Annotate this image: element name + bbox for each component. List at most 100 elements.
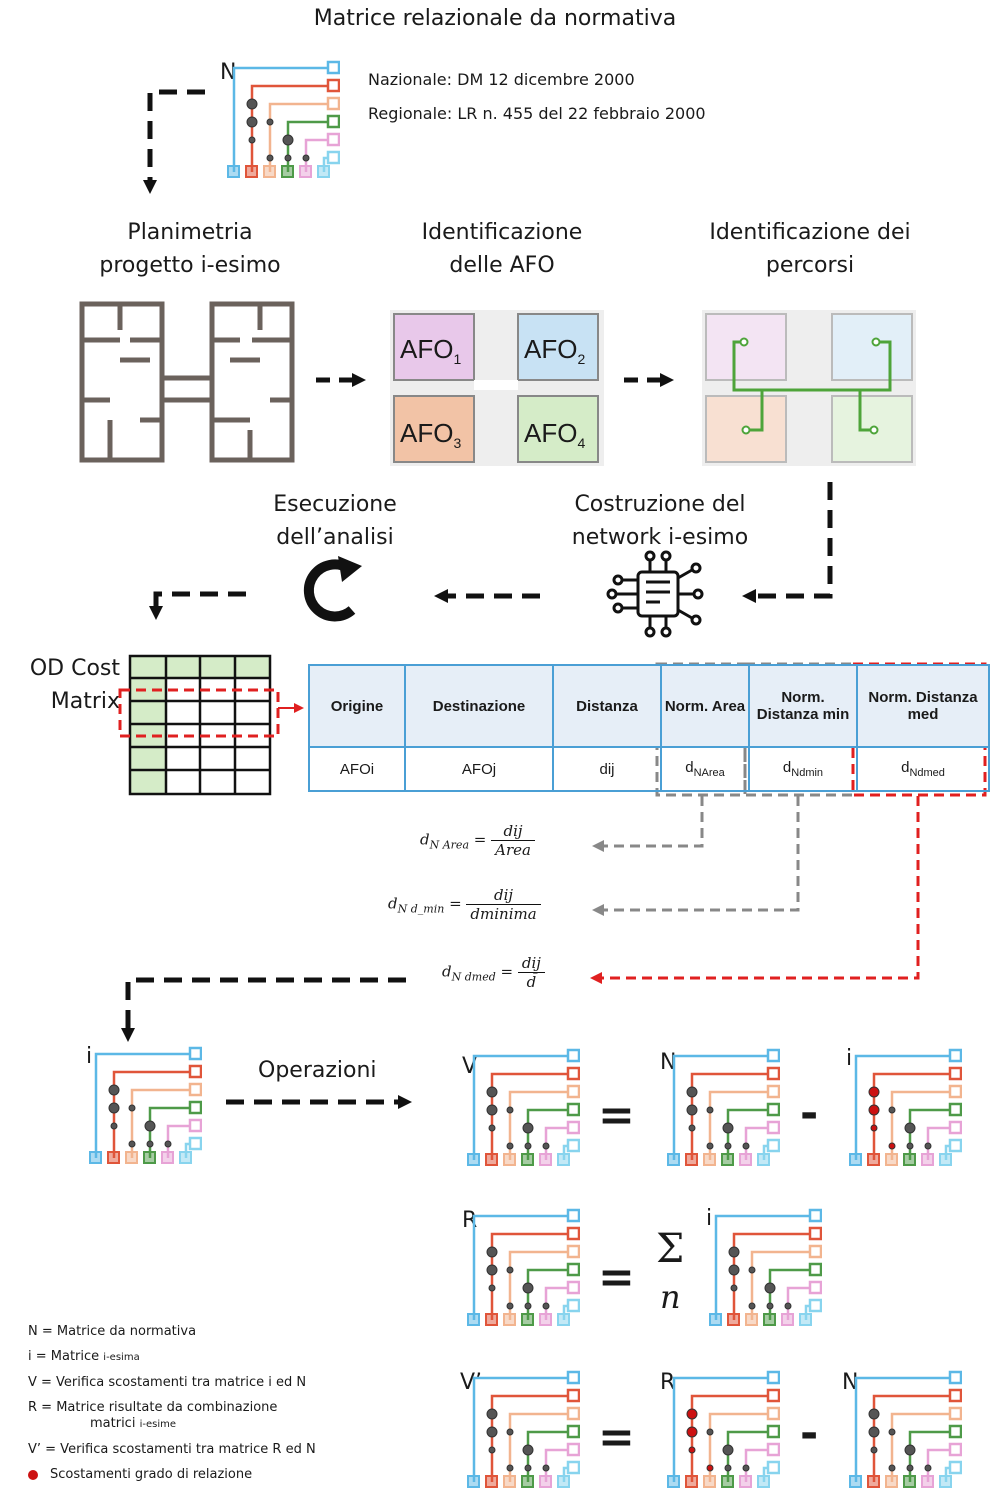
matrix-line <box>472 1214 574 1320</box>
matrix-node <box>724 1464 732 1472</box>
matrix-row-square <box>326 60 340 75</box>
matrix-row-square <box>948 1388 962 1403</box>
matrix-node <box>488 1124 496 1132</box>
matrix-line <box>672 1054 774 1160</box>
header-origine: Origine <box>308 664 406 748</box>
percorsi-diagram <box>702 310 916 466</box>
matrix-node <box>888 1142 896 1150</box>
regional-norm: Regionale: LR n. 455 del 22 febbraio 200… <box>368 104 706 123</box>
matrix-node <box>688 1124 696 1132</box>
matrix-row-square <box>188 1136 202 1151</box>
minus-sign-3: - <box>800 1408 819 1459</box>
matrix-col-square <box>703 1153 716 1166</box>
matrix-col-square <box>667 1475 680 1488</box>
matrix-node <box>706 1106 714 1114</box>
matrix-node <box>906 1464 914 1472</box>
matrix-row-square <box>566 1262 580 1277</box>
legend-vprime: V’ = Verifica scostamenti tra matrice R … <box>28 1442 316 1457</box>
matrix-node <box>164 1140 172 1148</box>
matrix-col-square <box>503 1153 516 1166</box>
matrix-line <box>94 1052 196 1158</box>
arrow-n-to-planimetria <box>147 89 205 180</box>
matrix-node <box>748 1266 756 1274</box>
matrix-line <box>708 1090 774 1160</box>
matrix-node <box>522 1444 534 1456</box>
matrix-col-square <box>317 165 330 178</box>
matrix-col-square <box>245 165 258 178</box>
matrix-col-square <box>939 1475 952 1488</box>
matrix-node <box>742 1142 750 1150</box>
matrix-col-square <box>299 165 312 178</box>
matrix-node <box>766 1302 774 1310</box>
matrix-line <box>714 1214 816 1320</box>
matrix-node <box>904 1122 916 1134</box>
minus-sign-1: - <box>800 1088 819 1139</box>
matrix-node <box>724 1142 732 1150</box>
equals-sign-3: = <box>598 1412 635 1463</box>
equals-sign-2: = <box>598 1252 635 1303</box>
matrix-row-square <box>566 1226 580 1241</box>
matrix-node <box>686 1086 698 1098</box>
matrix-node <box>706 1428 714 1436</box>
matrix-node <box>728 1264 740 1276</box>
matrix-col-square <box>503 1475 516 1488</box>
cell-origine: AFOi <box>308 746 406 792</box>
matrix-node <box>144 1120 156 1132</box>
matrix-col-square <box>467 1313 480 1326</box>
matrix-row-square <box>326 96 340 111</box>
matrix-row-square <box>188 1082 202 1097</box>
matrix-node <box>888 1428 896 1436</box>
matrix-line <box>672 1376 774 1482</box>
matrix-line <box>768 1268 816 1320</box>
matrix-label-i-row2: i <box>706 1206 713 1231</box>
cell-norm-dmed: dNdmed <box>856 746 990 792</box>
matrix-node <box>870 1124 878 1132</box>
afo-diagram <box>390 310 604 466</box>
matrix-node <box>722 1122 734 1134</box>
matrix-row-square <box>808 1244 822 1259</box>
matrix-row-square <box>766 1138 780 1153</box>
matrix-col-square <box>685 1153 698 1166</box>
matrix-line <box>908 1430 956 1482</box>
matrix-icon-r-row3 <box>667 1370 780 1488</box>
matrix-row-square <box>566 1048 580 1063</box>
matrix-row-square <box>948 1424 962 1439</box>
matrix-node <box>486 1408 498 1420</box>
od-table-row: AFOi AFOj dij dNArea dNdmin dNdmed <box>308 746 990 792</box>
legend-red-dot-icon <box>28 1470 38 1480</box>
matrix-row-square <box>948 1460 962 1475</box>
matrix-node <box>542 1302 550 1310</box>
matrix-node <box>870 1446 878 1454</box>
matrix-row-square <box>766 1120 780 1135</box>
matrix-col-square <box>757 1153 770 1166</box>
matrix-row-square <box>808 1280 822 1295</box>
matrix-node <box>888 1464 896 1472</box>
matrix-node <box>542 1464 550 1472</box>
matrix-row-square <box>566 1460 580 1475</box>
matrix-node <box>506 1428 514 1436</box>
matrix-row-square <box>766 1102 780 1117</box>
matrix-line <box>854 1376 956 1482</box>
header-norm-area: Norm. Area <box>660 664 750 748</box>
matrix-col-square <box>739 1153 752 1166</box>
matrix-line <box>508 1090 574 1160</box>
sum-n: n <box>660 1278 681 1316</box>
matrix-row-square <box>566 1388 580 1403</box>
matrix-row-square <box>566 1138 580 1153</box>
matrix-node <box>748 1302 756 1310</box>
matrix-row-square <box>566 1208 580 1223</box>
matrix-line <box>508 1412 574 1482</box>
matrix-node <box>146 1140 154 1148</box>
matrix-row-square <box>566 1424 580 1439</box>
matrix-col-square <box>107 1151 120 1164</box>
legend-i: i = Matrice i-esima <box>28 1349 140 1364</box>
matrix-icon-n-row1 <box>667 1048 780 1166</box>
matrix-node <box>246 116 258 128</box>
matrix-col-square <box>179 1151 192 1164</box>
matrix-row-square <box>188 1100 202 1115</box>
network-icon <box>606 550 704 638</box>
